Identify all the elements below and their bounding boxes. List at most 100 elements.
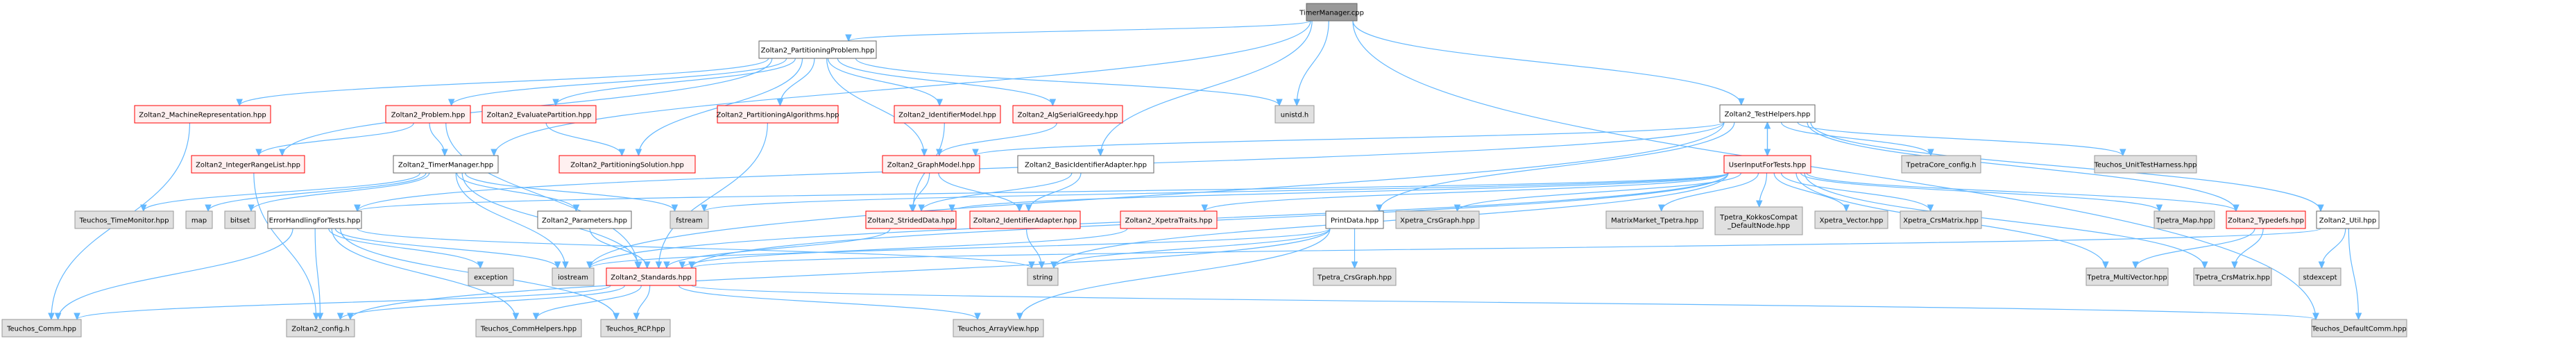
node-partalgs[interactable]: Zoltan2_PartitioningAlgorithms.hpp bbox=[716, 105, 839, 124]
node-label: Teuchos_CommHelpers.hpp bbox=[480, 326, 577, 333]
node-unittest: Teuchos_UnitTestHarness.hpp bbox=[2094, 155, 2197, 174]
node-alggreedy[interactable]: Zoltan2_AlgSerialGreedy.hpp bbox=[1012, 105, 1123, 124]
arrowhead-timermgr-to-timemonitor bbox=[140, 204, 147, 213]
arrowhead-timermgr-to-iostream bbox=[562, 261, 569, 269]
edge-partprob-to-graphmodel bbox=[826, 58, 925, 156]
arrowhead-partprob-to-graphmodel bbox=[921, 149, 928, 157]
node-label: string bbox=[1033, 274, 1053, 282]
arrowhead-partprob-to-partalgs bbox=[776, 99, 784, 107]
arrowhead-partprob-to-alggreedy bbox=[1049, 99, 1057, 107]
node-params[interactable]: Zoltan2_Parameters.hpp bbox=[537, 210, 632, 229]
edge-graphmodel-to-idadapter bbox=[938, 172, 1020, 212]
node-errhandling[interactable]: ErrorHandlingForTests.hpp bbox=[267, 210, 362, 229]
node-intrange[interactable]: Zoltan2_IntegerRangeList.hpp bbox=[191, 155, 305, 174]
node-label: Zoltan2_IdentifierAdapter.hpp bbox=[973, 217, 1077, 225]
edge-partprob-to-idmodel bbox=[827, 58, 940, 106]
node-xcrsgraph: Xpetra_CrsGraph.hpp bbox=[1395, 210, 1480, 229]
node-standards[interactable]: Zoltan2_Standards.hpp bbox=[606, 267, 697, 286]
arrowhead-userinput-to-errhandling bbox=[354, 204, 361, 213]
arrowhead-partprob-to-problem bbox=[447, 99, 455, 107]
node-problem[interactable]: Zoltan2_Problem.hpp bbox=[385, 105, 471, 124]
edge-userinput-to-fstream bbox=[703, 172, 1729, 212]
node-box bbox=[1900, 210, 1982, 229]
arrowhead-userinput-to-xcrsmatrix bbox=[1927, 204, 1934, 213]
node-idadapter[interactable]: Zoltan2_IdentifierAdapter.hpp bbox=[969, 210, 1081, 229]
edge-partprob-to-unistd bbox=[855, 58, 1280, 106]
arrowhead-printdata-to-tcrsgraph bbox=[1351, 261, 1358, 269]
node-xcrsmatrix: Xpetra_CrsMatrix.hpp bbox=[1900, 210, 1982, 229]
node-box bbox=[1, 319, 82, 338]
node-typedefs[interactable]: Zoltan2_Typedefs.hpp bbox=[2226, 210, 2306, 229]
node-box bbox=[2311, 319, 2407, 338]
node-box bbox=[267, 210, 362, 229]
node-userinput[interactable]: UserInputForTests.hpp bbox=[1723, 155, 1811, 174]
node-tpetracore: TpetraCore_config.h bbox=[1901, 155, 1981, 174]
edge-printdata-to-string bbox=[1053, 228, 1331, 269]
node-box bbox=[1325, 210, 1384, 229]
node-testhelpers[interactable]: Zoltan2_TestHelpers.hpp bbox=[1719, 104, 1816, 123]
node-box bbox=[1027, 267, 1059, 286]
node-iostream: iostream bbox=[552, 267, 595, 286]
node-xpetratraits[interactable]: Zoltan2_XpetraTraits.hpp bbox=[1120, 210, 1218, 229]
node-box bbox=[134, 105, 271, 124]
node-commhelpers: Teuchos_CommHelpers.hpp bbox=[475, 319, 582, 338]
arrowhead-standards-to-arrayview bbox=[974, 313, 981, 321]
node-strided[interactable]: Zoltan2_StridedData.hpp bbox=[865, 210, 957, 229]
node-box bbox=[552, 267, 595, 286]
arrowhead-timermgr-to-bitset bbox=[248, 204, 255, 213]
node-label: exception bbox=[474, 274, 508, 282]
node-label: Tpetra_CrsGraph.hpp bbox=[1317, 274, 1392, 282]
node-config: Zoltan2_config.h bbox=[286, 319, 355, 338]
node-machrep[interactable]: Zoltan2_MachineRepresentation.hpp bbox=[134, 105, 271, 124]
node-label: stdexcept bbox=[2303, 274, 2337, 282]
node-root[interactable]: TimerManager.cpp bbox=[1299, 3, 1364, 22]
node-tcrsgraph: Tpetra_CrsGraph.hpp bbox=[1313, 267, 1397, 286]
node-box bbox=[1306, 3, 1358, 22]
node-label: Zoltan2_Parameters.hpp bbox=[542, 217, 627, 225]
node-string: string bbox=[1027, 267, 1059, 286]
node-label: PrintData.hpp bbox=[1331, 217, 1379, 225]
node-evalpart[interactable]: Zoltan2_EvaluatePartition.hpp bbox=[481, 105, 597, 124]
node-timermgr[interactable]: Zoltan2_TimerManager.hpp bbox=[393, 155, 499, 174]
node-label: Zoltan2_PartitioningProblem.hpp bbox=[761, 47, 875, 55]
edge-partprob-to-alggreedy bbox=[837, 58, 1053, 106]
node-box bbox=[969, 210, 1081, 229]
node-partsol[interactable]: Zoltan2_PartitioningSolution.hpp bbox=[558, 155, 696, 174]
node-label: Zoltan2_TimerManager.hpp bbox=[398, 162, 493, 169]
node-label: Zoltan2_GraphModel.hpp bbox=[887, 162, 975, 169]
node-tmultivector: Tpetra_MultiVector.hpp bbox=[2085, 267, 2169, 286]
edge-testhelpers-to-util bbox=[1810, 122, 2321, 212]
arrowhead-testhelpers-to-unittest bbox=[2119, 149, 2126, 157]
arrowhead-xpetratraits-to-standards bbox=[679, 261, 686, 269]
node-map: map bbox=[185, 210, 213, 229]
node-idmodel[interactable]: Zoltan2_IdentifierModel.hpp bbox=[894, 105, 1001, 124]
node-printdata[interactable]: PrintData.hpp bbox=[1325, 210, 1384, 229]
arrowhead-problem-to-intrange bbox=[255, 149, 262, 157]
node-box bbox=[185, 210, 213, 229]
node-label: UserInputForTests.hpp bbox=[1729, 162, 1806, 169]
node-util[interactable]: Zoltan2_Util.hpp bbox=[2316, 210, 2380, 229]
node-graphmodel[interactable]: Zoltan2_GraphModel.hpp bbox=[882, 155, 980, 174]
edge-problem-to-standards bbox=[445, 122, 638, 269]
node-label: Zoltan2_AlgSerialGreedy.hpp bbox=[1018, 112, 1118, 119]
node-box bbox=[717, 105, 839, 124]
arrowhead-evalpart-to-partsol bbox=[618, 149, 626, 157]
arrowhead-idadapter-to-string bbox=[1038, 261, 1046, 269]
node-box bbox=[2298, 267, 2342, 286]
node-label: Xpetra_CrsGraph.hpp bbox=[1400, 217, 1475, 225]
arrowhead-partalgs-to-standards bbox=[655, 261, 663, 269]
edge-testhelpers-to-graphmodel bbox=[975, 122, 1725, 156]
node-partprob[interactable]: Zoltan2_PartitioningProblem.hpp bbox=[758, 40, 877, 59]
edge-errhandling-to-exception bbox=[328, 228, 481, 269]
node-box bbox=[953, 319, 1044, 338]
node-box bbox=[1395, 210, 1480, 229]
node-rcp: Teuchos_RCP.hpp bbox=[600, 319, 671, 338]
node-basicid[interactable]: Zoltan2_BasicIdentifierAdapter.hpp bbox=[1017, 155, 1154, 174]
node-fstream: fstream bbox=[669, 210, 709, 229]
arrowhead-timermgr-to-fstream bbox=[671, 204, 679, 213]
node-box bbox=[475, 319, 582, 338]
edge-xpetratraits-to-standards bbox=[681, 228, 1128, 269]
node-box bbox=[2085, 267, 2169, 286]
arrowhead-partprob-to-evalpart bbox=[552, 99, 559, 107]
node-tcrsmatrix: Tpetra_CrsMatrix.hpp bbox=[2193, 267, 2272, 286]
